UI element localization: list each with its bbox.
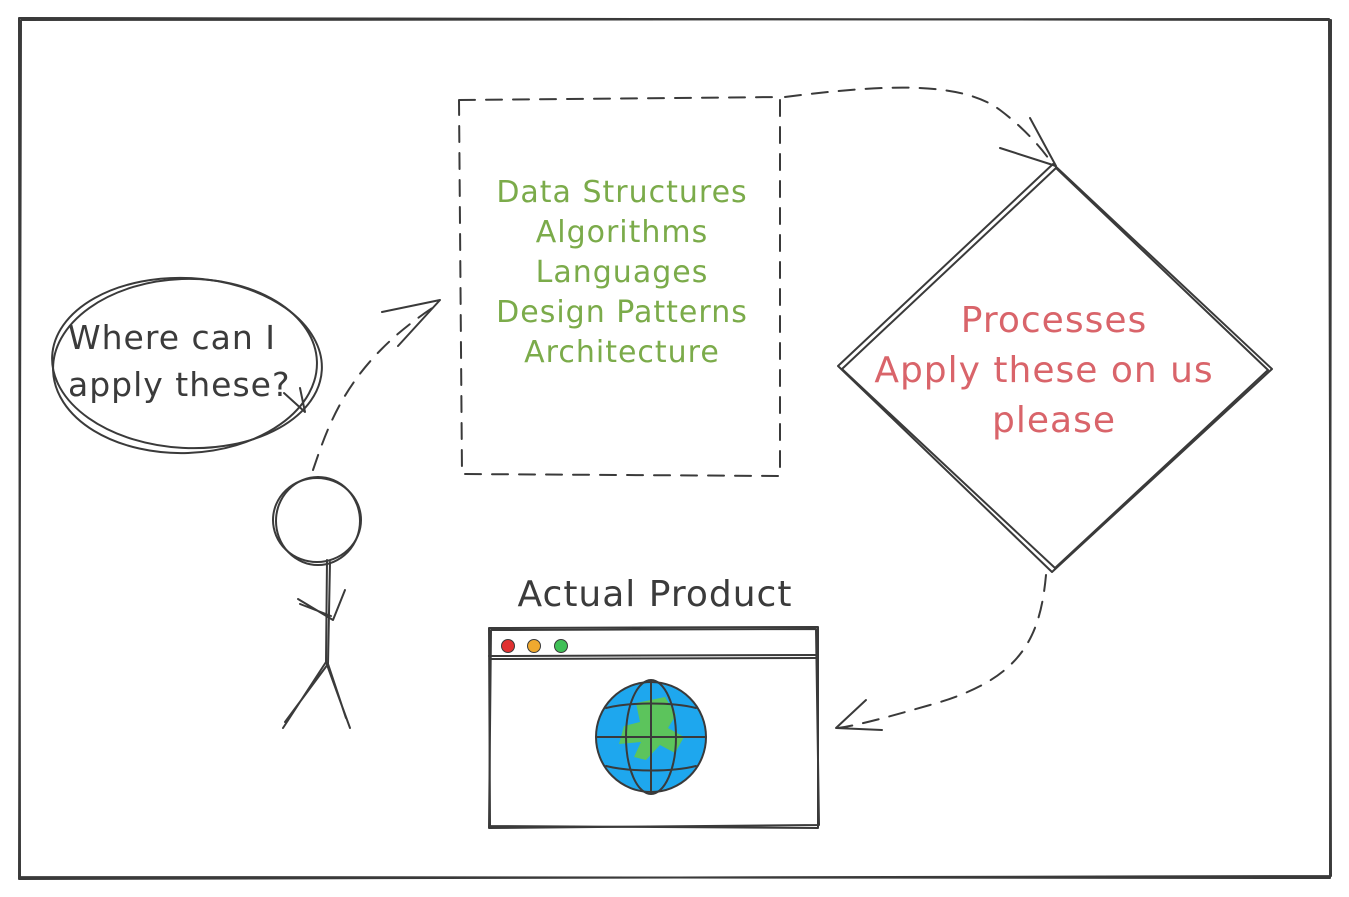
concepts-list: Data Structures Algorithms Languages Des…	[496, 175, 748, 370]
concept-item: Architecture	[524, 335, 720, 370]
browser-window	[488, 626, 820, 829]
process-line3: please	[992, 400, 1116, 441]
process-diamond: Processes Apply these on us please	[837, 163, 1273, 573]
speech-bubble-line2: apply these?	[68, 365, 290, 404]
speech-bubble: Where can I apply these?	[51, 276, 323, 455]
concept-item: Algorithms	[536, 215, 709, 250]
arrow-concepts-to-processes	[784, 86, 1057, 167]
red-dot	[501, 639, 515, 653]
concept-item: Design Patterns	[496, 295, 748, 330]
globe-icon	[595, 679, 707, 795]
process-line2: Apply these on us	[874, 350, 1213, 391]
product-title: Actual Product	[518, 574, 793, 615]
arrow-processes-to-product	[835, 574, 1047, 731]
concept-item: Data Structures	[496, 175, 747, 210]
green-dot	[554, 639, 568, 653]
concepts-box	[458, 96, 781, 477]
stick-figure-icon	[272, 476, 362, 729]
yellow-dot	[527, 639, 541, 653]
process-line1: Processes	[961, 300, 1147, 341]
concept-item: Languages	[536, 255, 709, 290]
arrow-person-to-concepts	[312, 299, 441, 471]
outer-frame	[18, 17, 1332, 880]
speech-bubble-line1: Where can I	[68, 318, 276, 357]
